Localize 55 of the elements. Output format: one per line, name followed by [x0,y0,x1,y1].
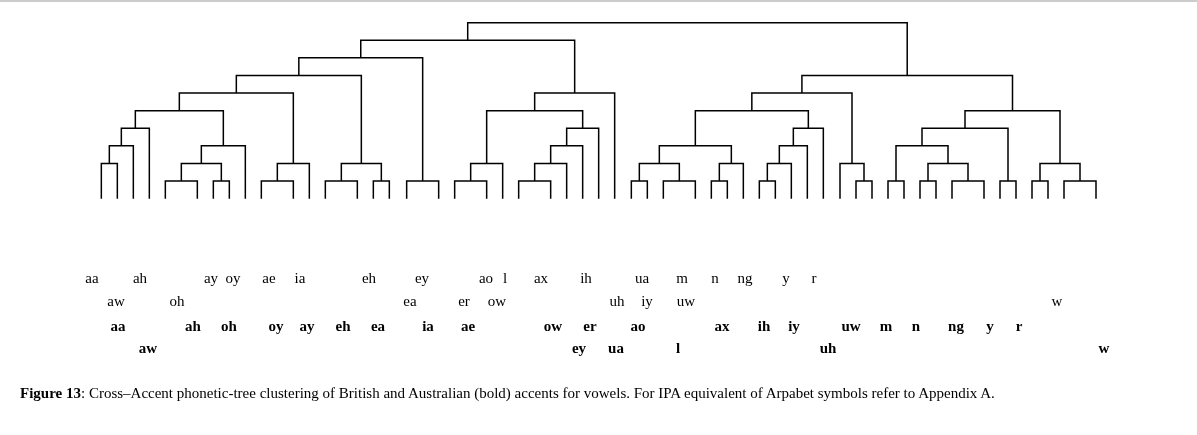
australian-phoneme-label: oh [221,318,237,335]
australian-phoneme-label: ow [543,318,563,335]
british-phoneme-label: r [811,270,817,287]
australian-phoneme-label: y [986,318,994,335]
british-phoneme-label: y [782,270,790,287]
australian-phoneme-label: ax [714,318,730,335]
australian-phoneme-label: oy [268,318,284,335]
australian-phoneme-label: ao [630,318,646,335]
british-phoneme-label: w [1051,293,1063,310]
british-phoneme-label: ae [262,270,276,287]
british-phoneme-label: eh [361,270,377,287]
british-phoneme-label: l [502,270,508,287]
australian-phoneme-label: ah [185,318,201,335]
australian-phoneme-label: iy [788,318,800,335]
australian-phoneme-label: er [583,318,597,335]
australian-phoneme-label: ia [422,318,434,335]
british-phoneme-label: m [676,270,688,287]
british-phoneme-label: ng [737,270,753,287]
british-phoneme-label: ea [403,293,417,310]
australian-phoneme-label: ey [571,340,587,357]
british-phoneme-label: aw [107,293,125,310]
australian-phoneme-label: n [911,318,921,335]
british-phoneme-label: ow [487,293,507,310]
australian-phoneme-label: ua [608,340,624,357]
british-phoneme-label: ua [634,270,650,287]
australian-phoneme-label: aa [110,318,126,335]
british-phoneme-label: uw [676,293,696,310]
british-phoneme-label: ia [294,270,306,287]
australian-phoneme-label: l [675,340,681,357]
british-phoneme-label: ih [580,270,592,287]
australian-phoneme-label: r [1015,318,1023,335]
australian-phoneme-label: ih [757,318,771,335]
australian-phoneme-label: m [879,318,893,335]
british-phoneme-label: ao [478,270,494,287]
australian-phoneme-label: eh [335,318,351,335]
australian-phoneme-label: w [1098,340,1110,357]
british-phoneme-label: ay [203,270,219,287]
australian-phoneme-label: ng [948,318,964,335]
british-phoneme-label: ax [533,270,549,287]
australian-phoneme-label: uw [841,318,861,335]
british-phoneme-label: oy [225,270,241,287]
australian-phoneme-label: uh [819,340,837,357]
british-phoneme-label: uh [609,293,625,310]
british-phoneme-label: ah [132,270,148,287]
australian-phoneme-label: ay [299,318,315,335]
british-phoneme-label: oh [169,293,185,310]
figure-caption: Figure 13: Cross–Accent phonetic-tree clustering of British and Australian (bold) accents for vowels. For IPA equivalent of Arpabet symbols refer to Appendix A. [20,384,996,403]
british-phoneme-label: er [458,293,470,310]
australian-phoneme-label: ea [370,318,386,335]
british-phoneme-label: n [711,270,719,287]
british-phoneme-label: aa [85,270,99,287]
australian-phoneme-label: ae [460,318,476,335]
australian-phoneme-label: aw [138,340,158,357]
british-phoneme-label: ey [414,270,430,287]
british-phoneme-label: iy [641,293,653,310]
